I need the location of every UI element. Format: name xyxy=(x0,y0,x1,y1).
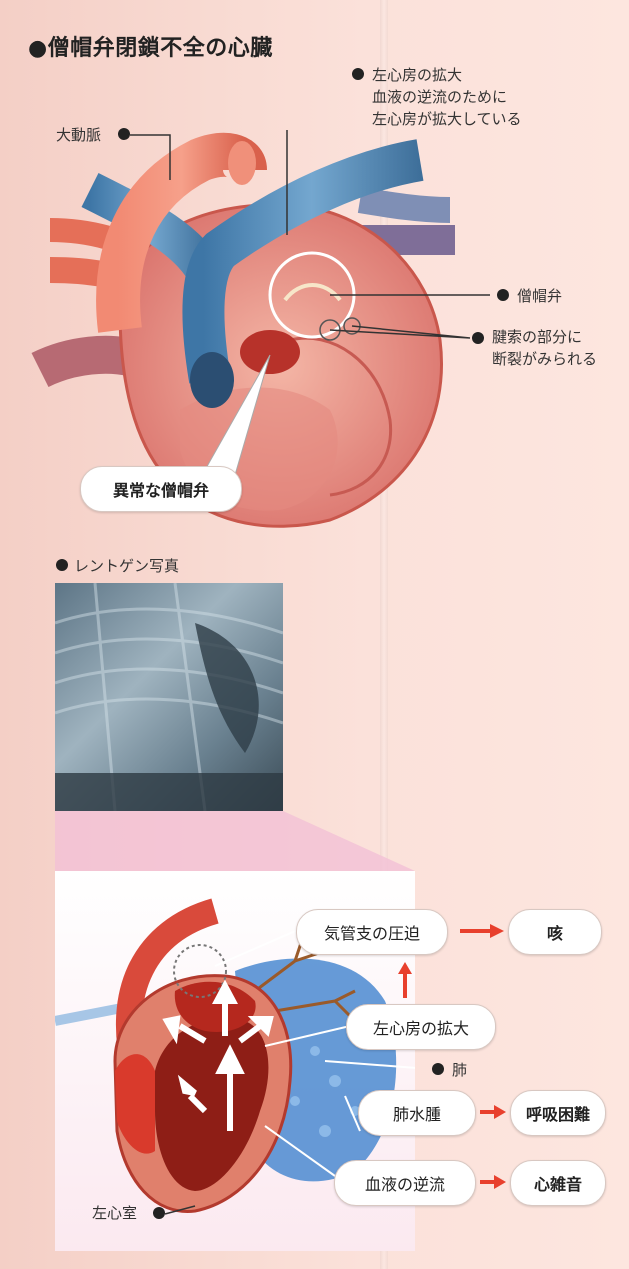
result-cough: 咳 xyxy=(508,909,602,955)
bullet-aorta xyxy=(118,128,130,140)
callout-edema: 肺水腫 xyxy=(358,1090,476,1136)
result-murmur: 心雑音 xyxy=(510,1160,606,1206)
callout-abnormal-valve: 異常な僧帽弁 xyxy=(80,466,242,512)
xray-image xyxy=(55,583,283,811)
callout-la-enlarge: 左心房の拡大 xyxy=(346,1004,496,1050)
bullet-mitral xyxy=(497,289,509,301)
arrow-right-icon xyxy=(460,922,504,940)
arrow-up-icon xyxy=(396,962,414,998)
abnormal-valve xyxy=(240,330,300,374)
zoom-connector xyxy=(55,811,415,871)
label-xray: レントゲン写真 xyxy=(74,555,179,576)
bullet-left-ventricle xyxy=(153,1207,165,1219)
label-lung: 肺 xyxy=(452,1059,467,1080)
callout-bronchi-compression: 気管支の圧迫 xyxy=(296,909,448,955)
label-mitral: 僧帽弁 xyxy=(517,285,562,306)
label-chordae-2: 断裂がみられる xyxy=(492,348,597,369)
label-la-enlarge-1: 左心房の拡大 xyxy=(372,64,462,85)
bullet-la-enlarge xyxy=(352,68,364,80)
bullet-lung xyxy=(432,1063,444,1075)
page-title: ●僧帽弁閉鎖不全の心臓 xyxy=(28,30,273,62)
result-dyspnea: 呼吸困難 xyxy=(510,1090,606,1136)
arrow-right-icon xyxy=(480,1103,506,1121)
label-la-enlarge-3: 左心房が拡大している xyxy=(372,108,522,129)
bullet-chordae xyxy=(472,332,484,344)
label-left-ventricle: 左心室 xyxy=(92,1202,137,1223)
label-aorta: 大動脈 xyxy=(56,124,101,145)
bullet-xray xyxy=(56,559,68,571)
arrow-right-icon xyxy=(480,1173,506,1191)
label-chordae-1: 腱索の部分に xyxy=(492,326,582,347)
label-la-enlarge-2: 血液の逆流のために xyxy=(372,86,507,107)
callout-regurgitation: 血液の逆流 xyxy=(334,1160,476,1206)
